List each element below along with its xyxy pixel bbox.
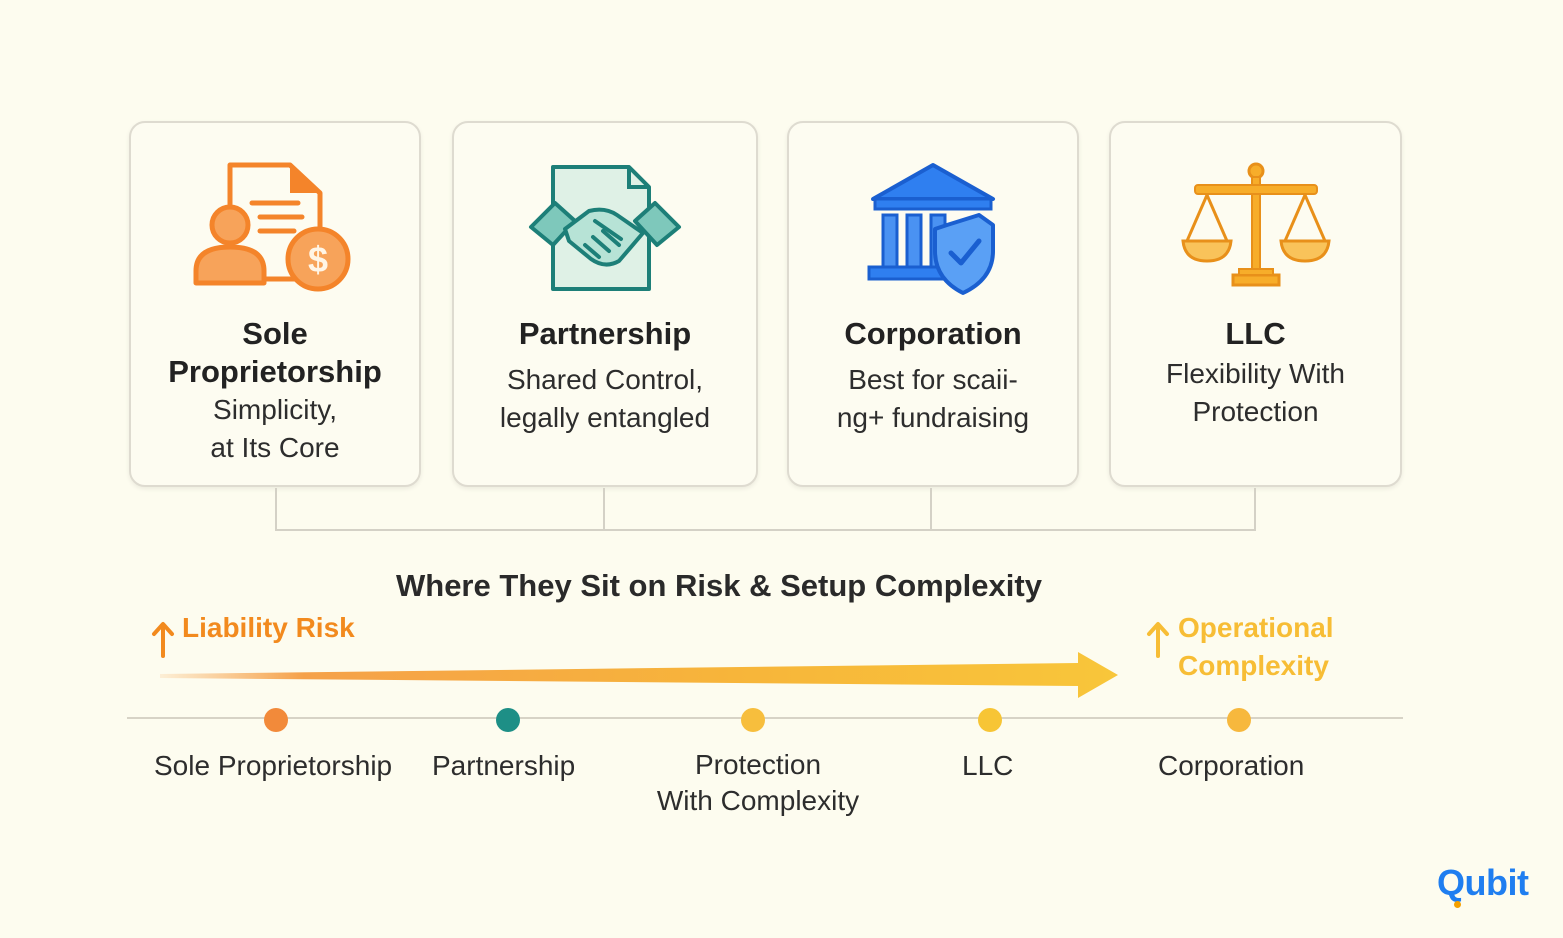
card-subtitle: Shared Control, legally entangled <box>499 364 711 433</box>
timeline-label-partnership: Partnership <box>432 750 576 781</box>
qubit-logo: Qubit <box>1437 862 1529 903</box>
bracket-connector <box>603 488 605 531</box>
axis-label-liability-risk: Liability Risk <box>182 612 355 643</box>
bracket-connector <box>930 488 932 531</box>
axis-label-operational-complexity: Operational Complexity <box>1178 612 1334 681</box>
card-title: Proprietorship <box>168 354 382 389</box>
arrow-up-icon <box>1147 622 1169 658</box>
card-llc: LLC Flexibility With Protection <box>1109 121 1402 487</box>
svg-text:$: $ <box>308 239 328 280</box>
card-subtitle: Flexibility With Protection <box>1166 358 1345 427</box>
handshake-document-icon <box>454 159 756 309</box>
timeline-label-corporation: Corporation <box>1158 750 1305 781</box>
timeline-dot-protection <box>741 708 765 732</box>
card-title: LLC <box>1225 316 1286 351</box>
risk-complexity-arrow <box>160 652 1118 698</box>
card-title: Sole <box>242 316 308 351</box>
bracket-connector <box>275 488 277 531</box>
bracket-connector <box>275 529 1256 531</box>
timeline-line <box>127 717 1403 719</box>
timeline-dot-llc <box>978 708 1002 732</box>
balance-scale-icon <box>1111 159 1400 309</box>
timeline-label-llc: LLC <box>962 750 1014 781</box>
logo-accent-dot <box>1454 901 1461 908</box>
arrow-up-icon <box>152 622 174 658</box>
bracket-connector <box>1254 488 1256 531</box>
card-sole-proprietorship: $ Sole Proprietorship Simplicity, at Its… <box>129 121 421 487</box>
timeline-dot-corporation <box>1227 708 1251 732</box>
card-partnership: Partnership Shared Control, legally enta… <box>452 121 758 487</box>
timeline-dot-sole-proprietorship <box>264 708 288 732</box>
person-document-dollar-icon: $ <box>131 159 419 309</box>
card-title: Corporation <box>844 316 1022 351</box>
card-title: Partnership <box>518 316 692 351</box>
timeline-label-sole-proprietorship: Sole Proprietorship <box>154 750 393 781</box>
timeline-label-protection: Protection With Complexity <box>656 749 860 816</box>
section-heading: Where They Sit on Risk & Setup Complexit… <box>396 568 1042 603</box>
bank-shield-icon <box>789 159 1077 309</box>
timeline-dot-partnership <box>496 708 520 732</box>
card-subtitle: Best for scaii- ng+ fundraising <box>836 364 1030 433</box>
card-corporation: Corporation Best for scaii- ng+ fundrais… <box>787 121 1079 487</box>
card-subtitle: Simplicity, at Its Core <box>210 394 340 463</box>
